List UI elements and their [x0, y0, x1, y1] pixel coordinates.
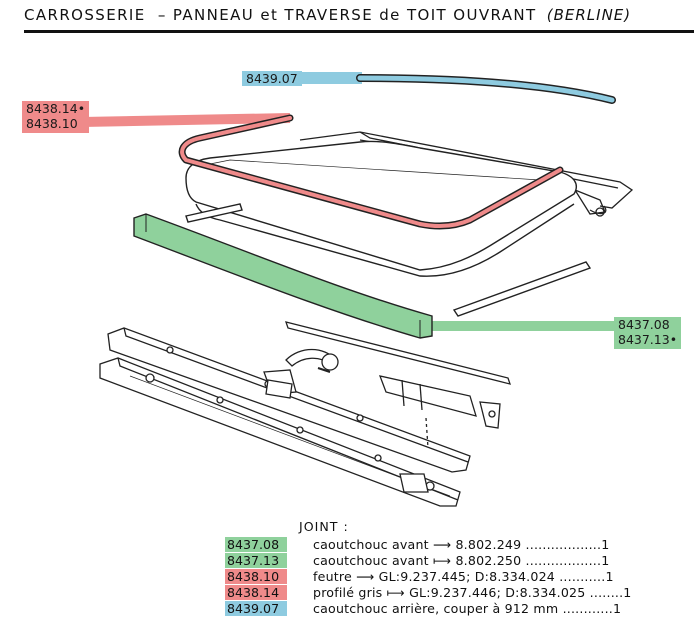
header-variant: (BERLINE) [546, 6, 632, 24]
red-leader [81, 113, 291, 127]
callout-green-code-1: 8437.08 [618, 317, 670, 332]
legend-desc: caoutchouc avant ⟶ 8.802.249 ...........… [313, 537, 610, 552]
legend-code: 8439.07 [225, 601, 287, 616]
header-title: – PANNEAU et TRAVERSE de TOIT OUVRANT [157, 6, 537, 24]
front-rubber-seal [133, 213, 433, 339]
legend-code: 8437.08 [225, 537, 287, 552]
callout-blue: 8439.07 [242, 71, 302, 86]
felt-seal [178, 114, 564, 230]
legend-code: 8437.13 [225, 553, 287, 568]
header-section: CARROSSERIE [24, 6, 146, 24]
rear-rubber-seal [356, 74, 616, 104]
legend-row: 8438.14 profilé gris ⟼ GL:9.237.446; D:8… [225, 585, 631, 600]
callout-green: 8437.08 8437.13• [614, 317, 682, 349]
callout-red: 8438.14• 8438.10 [22, 101, 90, 133]
legend-row: 8439.07 caoutchouc arrière, couper à 912… [225, 601, 621, 616]
page-header: CARROSSERIE – PANNEAU et TRAVERSE de TOI… [24, 6, 694, 24]
mechanism-parts [265, 321, 511, 449]
callout-leaders [81, 72, 616, 331]
callout-red-code-2: 8438.10 [26, 116, 78, 131]
legend-row: 8438.10 feutre ⟶ GL:9.237.445; D:8.334.0… [225, 569, 613, 584]
legend-desc: caoutchouc arrière, couper à 912 mm ....… [313, 601, 622, 616]
legend-desc: feutre ⟶ GL:9.237.445; D:8.334.024 .....… [313, 569, 614, 584]
legend-code: 8438.10 [225, 569, 287, 584]
legend-desc: caoutchouc avant ⟼ 8.802.250 ...........… [313, 553, 610, 568]
legend-row: 8437.13 caoutchouc avant ⟼ 8.802.250 ...… [225, 553, 609, 568]
callout-red-code-1: 8438.14• [26, 101, 86, 116]
guide-rods [185, 203, 592, 317]
header-rule [24, 30, 694, 33]
legend-desc: profilé gris ⟼ GL:9.237.446; D:8.334.025… [313, 585, 632, 600]
legend-title: JOINT : [299, 519, 349, 534]
legend-code: 8438.14 [225, 585, 287, 600]
callout-green-code-2: 8437.13• [618, 332, 678, 347]
callout-blue-code: 8439.07 [246, 71, 298, 86]
legend-row: 8437.08 caoutchouc avant ⟶ 8.802.249 ...… [225, 537, 609, 552]
